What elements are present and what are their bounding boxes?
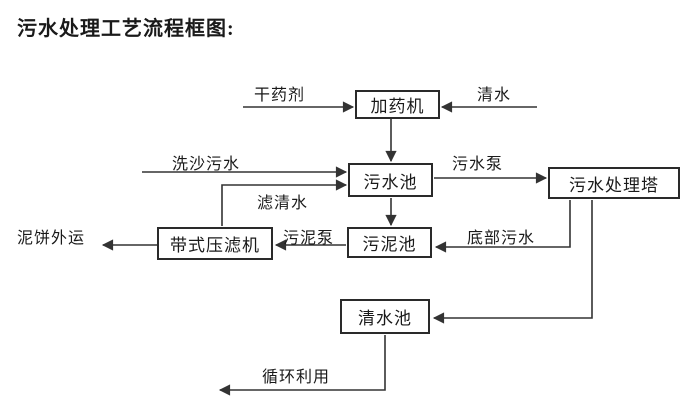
arrow-press-filtered-to-pool [221,179,348,226]
diagram-title: 污水处理工艺流程框图: [17,18,235,40]
node-belt-filter-press-label: 带式压滤机 [170,236,260,255]
node-dosing-machine-label: 加药机 [370,97,425,116]
node-sludge-pool-label: 污泥池 [362,235,417,254]
edge-label-filtered-water: 滤清水 [257,195,309,212]
edge-label-bottom-sewage: 底部污水 [467,230,536,247]
arrow-tower-bottom-to-sludge [434,200,571,253]
edge-label-dry-agent: 干药剂 [254,87,306,104]
arrow-tower-to-clear-pool [432,200,593,324]
node-treatment-tower-label: 污水处理塔 [569,175,659,195]
node-belt-filter-press: 带式压滤机 [157,227,273,260]
node-sewage-pool-label: 污水池 [363,172,418,192]
node-treatment-tower: 污水处理塔 [548,167,680,199]
node-clear-water-pool-label: 清水池 [358,309,412,328]
arrow-clear-pool-to-recycle [218,335,386,396]
edge-label-sewage-pump: 污水泵 [452,156,504,173]
node-sewage-pool: 污水池 [348,163,433,197]
edge-label-clean-water: 清水 [477,87,512,104]
edge-label-sand-washing-sewage: 洗沙污水 [172,156,241,173]
edge-label-sludge-pump: 污泥泵 [283,230,335,247]
node-dosing-machine: 加药机 [355,90,440,119]
node-sludge-pool: 污泥池 [347,227,432,258]
edge-label-recycle-use: 循环利用 [262,369,331,386]
node-clear-water-pool: 清水池 [340,299,430,334]
edge-label-mud-cake-out: 泥饼外运 [17,230,86,247]
